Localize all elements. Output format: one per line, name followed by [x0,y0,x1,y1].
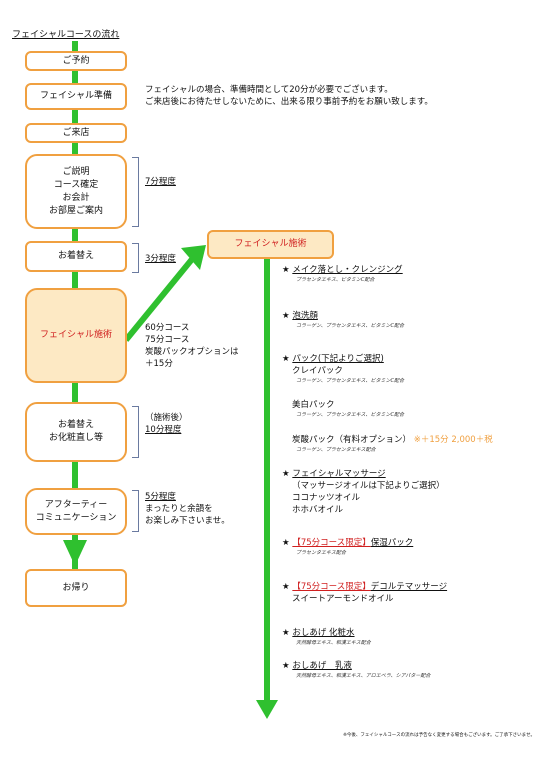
treatment-header: フェイシャル施術 [207,230,334,259]
step-arrive: ご来店 [25,123,127,143]
menu-item-lotion: ★ おしあげ 化粧水 天然酵母エキス、和漢エキス配合 [282,628,371,646]
menu-item-moist-pack: ★ 【75分コース限定】保湿パック プラセンタエキス配合 [282,538,414,556]
step-treatment: フェイシャル施術 [25,288,127,383]
after-note: （施術後）10分程度 [145,413,188,435]
change-bracket [132,243,139,273]
menu-pack-carbonic: 炭酸パック（有料オプション） ※＋15分 2,000＋税 コラーゲン、プラセンタ… [292,435,493,453]
menu-item-cleansing: ★ メイク落とし・クレンジング プラセンタエキス、ビタミンC配合 [282,265,403,283]
after-bracket [132,406,139,458]
tea-bracket [132,490,139,532]
explain-time: 7分程度 [145,177,176,187]
footnote: ※今後、フェイシャルコースの流れは予告なく変更する場合もございます。ご了承下さい… [343,733,535,738]
change-time: 3分程度 [145,254,176,264]
explain-bracket [132,157,139,227]
branch-arrow-head [181,245,206,270]
page-title: フェイシャルコースの流れ [12,30,120,40]
branch-arrow-line [123,256,196,342]
menu-arrow-head [256,700,278,719]
tea-note: 5分程度まったりと余韻をお楽しみ下さいませ。 [145,492,230,526]
step-prep: フェイシャル準備 [25,83,127,110]
step-afternoon: アフターティーコミュニケーション [25,488,127,535]
menu-item-foam-wash: ★ 泡洗顔 コラーゲン、プラセンタエキス、ビタミンC配合 [282,311,405,329]
menu-flow-line [264,259,270,704]
menu-pack-whitening: 美白パック コラーゲン、プラセンタエキス、ビタミンC配合 [292,400,405,418]
menu-item-decollete: ★ 【75分コース限定】デコルテマッサージ スイートアーモンドオイル [282,582,448,604]
menu-item-milk: ★ おしあげ 乳液 天然酵母エキス、和漢エキス、アロエベラ、シアバター配合 [282,661,431,679]
prep-note: フェイシャルの場合、準備時間として20分が必要でございます。ご来店後にお待たせし… [145,85,433,107]
main-arrow-head [63,540,87,566]
menu-item-massage: ★ フェイシャルマッサージ （マッサージオイルは下記よりご選択） ココナッツオイ… [282,469,445,515]
menu-item-pack: ★ パック(下記よりご選択) クレイパック コラーゲン、プラセンタエキス、ビタミ… [282,354,405,384]
step-reserve: ご予約 [25,51,127,71]
step-change: お着替え [25,241,127,272]
step-after-change: お着替えお化粧直し等 [25,402,127,462]
step-return: お帰り [25,569,127,607]
step-explain: ご説明コース確定お会計お部屋ご案内 [25,154,127,229]
